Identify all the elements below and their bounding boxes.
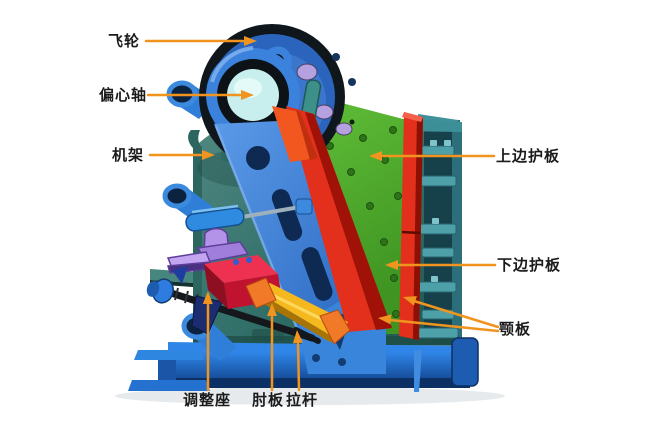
flywheel-label: 飞轮 xyxy=(108,32,141,50)
tie-rod-arrow xyxy=(292,330,303,392)
lower-side-guard-arrow xyxy=(385,260,497,270)
jaw-plate-movable xyxy=(272,106,392,332)
toggle-plate-arrow xyxy=(267,303,277,392)
tie-rod-end xyxy=(293,327,321,344)
flywheel-spokes xyxy=(291,63,353,148)
upper-side-guard-label: 上边护板 xyxy=(496,147,561,165)
adjustment-seat-arrow xyxy=(202,291,213,392)
frame-arrow xyxy=(148,150,215,160)
eccentric-shaft-label: 偏心轴 xyxy=(99,86,148,104)
jaw-plate-arrow-movable xyxy=(378,314,500,333)
base-fin xyxy=(414,350,422,392)
lower-side-guard-label: 下边护板 xyxy=(497,256,562,274)
eccentric-shaft-arrow xyxy=(146,90,254,100)
flywheel-arrow xyxy=(144,36,257,46)
frame-label: 机架 xyxy=(112,146,145,164)
blue-wedge xyxy=(172,266,188,284)
upper-side-guard-arrow xyxy=(369,151,496,161)
jaw-plate-fixed xyxy=(399,112,423,340)
jaw-clamp xyxy=(272,106,318,162)
hydraulic-cylinder xyxy=(185,198,313,232)
toggle-plate-label: 肘板 xyxy=(252,391,285,409)
i-beam xyxy=(134,350,204,360)
jaw-plate-label: 颚板 xyxy=(499,320,532,338)
floor-shadow xyxy=(115,387,505,405)
adjustment-seat-label: 调整座 xyxy=(183,391,232,409)
tie-rod-label: 拉杆 xyxy=(286,391,319,409)
jaw-plate-arrow-fixed xyxy=(403,296,500,329)
